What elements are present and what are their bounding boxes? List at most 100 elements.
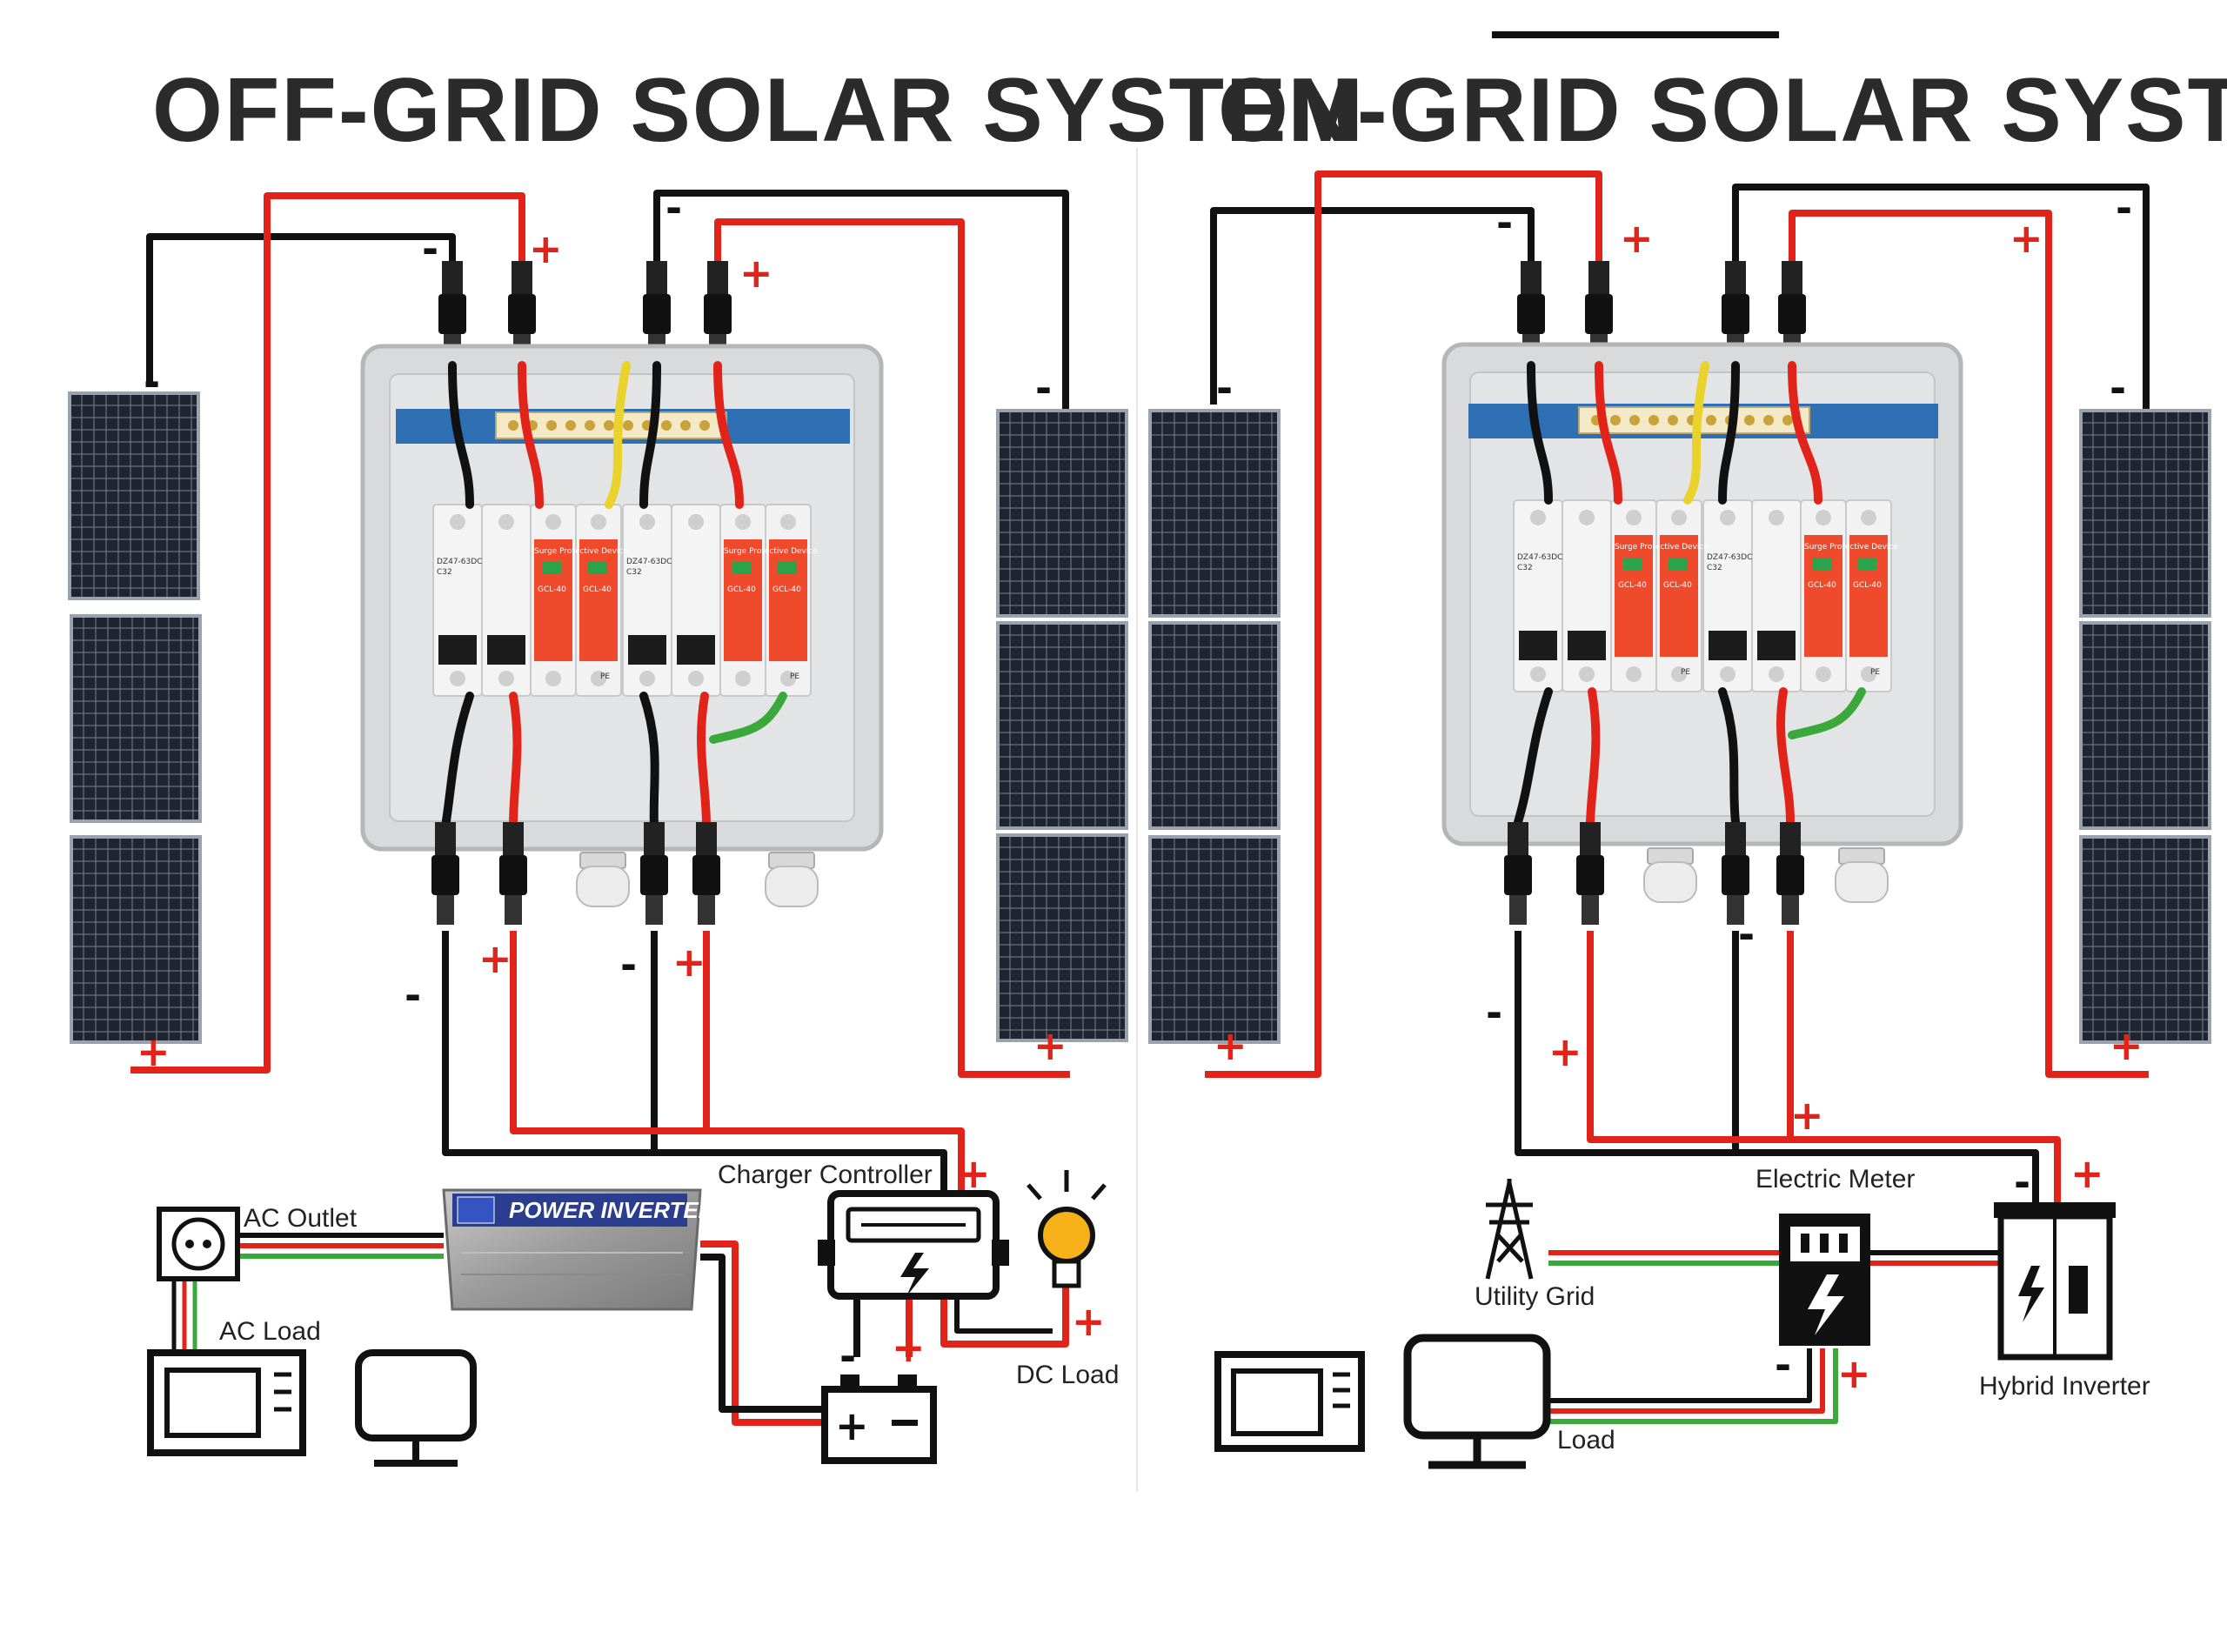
svg-text:+: + xyxy=(835,1402,869,1449)
minus-sign: - xyxy=(2110,365,2126,411)
on-grid-right-panel-string xyxy=(2079,409,2211,1044)
spd-model-label: GCL-40 xyxy=(1808,581,1836,590)
minus-sign: - xyxy=(665,184,682,231)
plus-sign: + xyxy=(672,939,706,986)
spd-model-label: GCL-40 xyxy=(1853,581,1882,590)
minus-sign: - xyxy=(1738,911,1755,958)
cable-gland-icon xyxy=(765,852,819,907)
ac-outlet-label: AC Outlet xyxy=(244,1204,358,1233)
minus-sign: - xyxy=(1496,199,1513,246)
plus-sign: + xyxy=(957,1150,991,1197)
mc4-connector-icon xyxy=(431,822,459,925)
off-grid-wiring xyxy=(130,190,1070,1426)
mc4-connector-icon xyxy=(499,822,527,925)
plus-sign: + xyxy=(2110,1022,2143,1069)
minus-sign: - xyxy=(1775,1341,1791,1388)
microwave-icon xyxy=(1214,1351,1365,1452)
cable-gland-icon xyxy=(1643,847,1697,903)
hybrid-inverter-label: Hybrid Inverter xyxy=(1979,1372,2150,1401)
pe-label: PE xyxy=(600,672,610,681)
dc-breaker-icon xyxy=(1702,499,1753,692)
solar-panel-icon xyxy=(2079,621,2211,830)
surge-protector-icon xyxy=(765,504,812,697)
pe-label: PE xyxy=(790,672,799,681)
minus-sign: - xyxy=(1216,365,1233,411)
battery-icon: + xyxy=(821,1374,937,1464)
mc4-connector-icon xyxy=(640,822,668,925)
load-label: Load xyxy=(1557,1426,1615,1455)
on-grid-wiring xyxy=(1205,171,2150,1424)
solar-panel-icon xyxy=(1148,621,1281,830)
electric-meter-label: Electric Meter xyxy=(1756,1165,1915,1194)
plus-sign: + xyxy=(739,250,773,297)
spd-model-label: GCL-40 xyxy=(1618,581,1647,590)
spd-model-label: GCL-40 xyxy=(772,585,801,594)
on-grid-title: ON-GRID SOLAR SYSTEM xyxy=(1218,60,2227,161)
spd-model-label: GCL-40 xyxy=(583,585,612,594)
on-grid-combiner-box: DZ47-63DC C32 DZ47-63DC C32 Surge Protec… xyxy=(1441,261,1963,925)
spd-title-label: Surge Protective Device xyxy=(1615,543,1709,552)
plus-sign: + xyxy=(529,225,563,272)
ac-outlet-icon xyxy=(157,1207,240,1281)
surge-protector-icon xyxy=(530,504,577,697)
spd-title-label: Surge Protective Device xyxy=(724,547,818,556)
breaker-model-label: DZ47-63DC xyxy=(1707,553,1752,562)
pe-label: PE xyxy=(1681,668,1690,677)
electric-meter-icon xyxy=(1779,1214,1870,1346)
mc4-connector-icon xyxy=(692,822,720,925)
polarity-signs: - + - + - + - + - + - + + - + + - + - + … xyxy=(137,184,2143,1397)
solar-panel-icon xyxy=(2079,835,2211,1044)
on-grid-left-panel-string xyxy=(1148,409,1281,1044)
plus-sign: + xyxy=(1072,1298,1106,1345)
spd-model-label: GCL-40 xyxy=(727,585,756,594)
solar-panel-icon xyxy=(2079,409,2211,618)
solar-panel-icon xyxy=(996,621,1128,830)
plus-sign: + xyxy=(478,935,512,982)
breaker-rating-label: C32 xyxy=(437,568,452,577)
solar-panel-icon xyxy=(996,833,1128,1042)
minus-sign: - xyxy=(2116,184,2132,231)
utility-tower-icon xyxy=(1485,1179,1534,1280)
plus-sign: + xyxy=(1790,1092,1824,1139)
ac-load-label: AC Load xyxy=(219,1317,321,1346)
solar-panel-icon xyxy=(1148,409,1281,618)
minus-sign: - xyxy=(144,358,160,405)
off-grid-title: OFF-GRID SOLAR SYSTEM xyxy=(152,60,1365,161)
surge-protector-icon xyxy=(1800,499,1847,692)
breaker-rating-label: C32 xyxy=(1707,564,1722,572)
dc-breaker-icon xyxy=(1751,499,1802,692)
mc4-connector-icon xyxy=(1776,822,1804,925)
dc-breaker-icon xyxy=(1562,499,1612,692)
dc-breaker-icon xyxy=(432,504,483,697)
breaker-model-label: DZ47-63DC xyxy=(1517,553,1562,562)
solar-panel-icon xyxy=(70,614,202,823)
off-grid-left-panel-string xyxy=(68,391,202,1044)
plus-sign: + xyxy=(2010,215,2043,262)
dc-breaker-icon xyxy=(481,504,532,697)
solar-panel-icon xyxy=(68,391,200,600)
surge-protector-icon xyxy=(575,504,622,697)
microwave-icon xyxy=(147,1349,306,1456)
mc4-connector-icon xyxy=(1576,822,1604,925)
surge-protector-icon xyxy=(1655,499,1702,692)
spd-title-label: Surge Protective Device xyxy=(1804,543,1898,552)
hybrid-inverter-icon xyxy=(1994,1202,2116,1361)
power-inverter-icon: POWER INVERTER xyxy=(442,1188,715,1311)
dc-breaker-icon xyxy=(671,504,721,697)
cable-gland-icon xyxy=(576,852,630,907)
plus-sign: + xyxy=(892,1324,926,1371)
surge-protector-icon xyxy=(1845,499,1892,692)
cable-gland-icon xyxy=(1835,847,1889,903)
breaker-rating-label: C32 xyxy=(1517,564,1533,572)
top-divider-bar xyxy=(1492,31,1779,38)
surge-protector-icon xyxy=(1610,499,1657,692)
minus-sign: - xyxy=(620,941,637,988)
surge-protector-icon xyxy=(719,504,766,697)
dc-breaker-icon xyxy=(1513,499,1563,692)
utility-grid-label: Utility Grid xyxy=(1475,1282,1595,1311)
solar-panel-icon xyxy=(996,409,1128,618)
breaker-rating-label: C32 xyxy=(626,568,642,577)
dc-load-label: DC Load xyxy=(1016,1361,1119,1389)
mc4-connector-icon xyxy=(1504,822,1532,925)
